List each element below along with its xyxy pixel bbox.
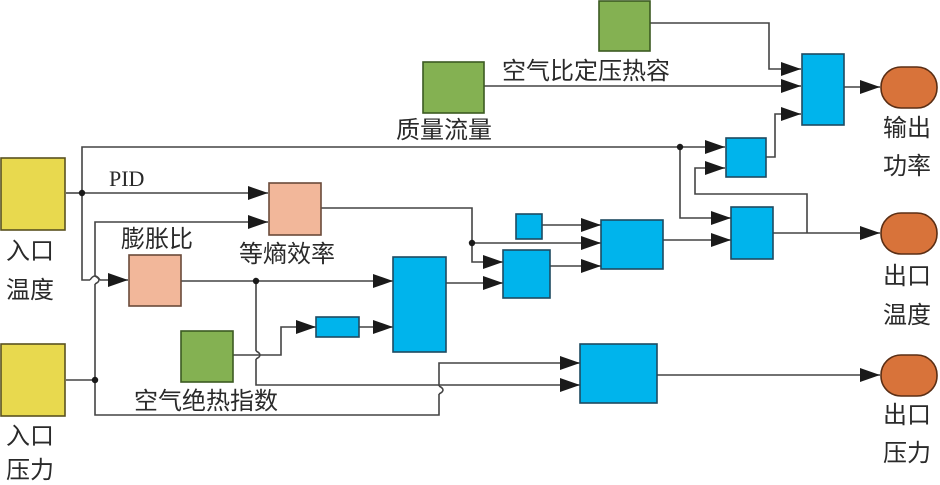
outlet-temperature-label-1: 出口 [883, 262, 931, 290]
junction-dot [78, 189, 86, 197]
wire-small-upper-out [766, 107, 801, 158]
wire-isentropic-out [321, 207, 601, 250]
mass-flow-constant-block[interactable] [422, 61, 485, 114]
tall-compute-block[interactable] [392, 256, 447, 353]
multiplexer-block[interactable] [801, 53, 845, 126]
wire-pressure-bottom [94, 363, 580, 416]
adiabatic-index-constant-block[interactable] [180, 330, 234, 383]
junction-dot [252, 277, 260, 285]
wire-air-cp [650, 22, 801, 76]
junction-dot [91, 376, 99, 384]
isentropic-efficiency-label: 等熵效率 [239, 240, 335, 268]
air-cp-label: 空气比定压热容 [502, 57, 670, 85]
inlet-temperature-block[interactable] [0, 157, 66, 231]
output-power-label-1: 输出 [883, 114, 931, 142]
inlet-temperature-label-2: 温度 [6, 276, 54, 304]
wire-inlet-temp-to-expansion [81, 193, 128, 280]
outlet-temperature-label-2: 温度 [883, 301, 931, 329]
combine-block[interactable] [600, 219, 664, 270]
isentropic-efficiency-block[interactable] [268, 182, 322, 236]
product-block[interactable] [502, 249, 551, 299]
small-fcn-block[interactable] [315, 316, 360, 338]
wire-isentropic-branch [471, 243, 503, 269]
power-product-block[interactable] [725, 137, 767, 178]
wire-adiabatic-out [233, 320, 316, 356]
outlet-pressure-label-1: 出口 [883, 401, 931, 429]
expansion-ratio-label: 膨胀比 [121, 225, 193, 253]
outlet-temperature-terminal[interactable] [880, 212, 938, 255]
wire-expansion-down [255, 281, 580, 385]
junction-dot [468, 239, 476, 247]
inlet-temperature-label-1: 入口 [6, 237, 54, 265]
wire-hop-2 [94, 275, 100, 285]
junction-dot [676, 143, 684, 151]
tiny-gain-block[interactable] [515, 213, 543, 240]
inlet-pressure-block[interactable] [0, 343, 66, 417]
output-power-terminal[interactable] [880, 66, 938, 109]
outlet-temp-block[interactable] [730, 206, 774, 260]
wire-top-branch [679, 147, 731, 225]
wire-inlet-temp-top [81, 140, 725, 193]
wire-pressure-bus [94, 222, 268, 380]
outlet-pressure-compute-block[interactable] [579, 343, 658, 404]
wire-feedback [694, 161, 808, 233]
inlet-pressure-label-2: 压力 [6, 456, 54, 484]
air-cp-constant-block[interactable] [598, 0, 651, 52]
expansion-ratio-block[interactable] [128, 254, 182, 307]
outlet-pressure-terminal[interactable] [880, 354, 938, 397]
adiabatic-index-label: 空气绝热指数 [134, 387, 278, 415]
wire-hop-3 [438, 385, 444, 395]
wires [66, 22, 880, 416]
outlet-pressure-label-2: 压力 [883, 439, 931, 467]
output-power-label-2: 功率 [883, 152, 931, 180]
inlet-pressure-label-1: 入口 [6, 422, 54, 450]
mass-flow-label: 质量流量 [396, 116, 492, 144]
pid-label: PID [109, 166, 144, 191]
